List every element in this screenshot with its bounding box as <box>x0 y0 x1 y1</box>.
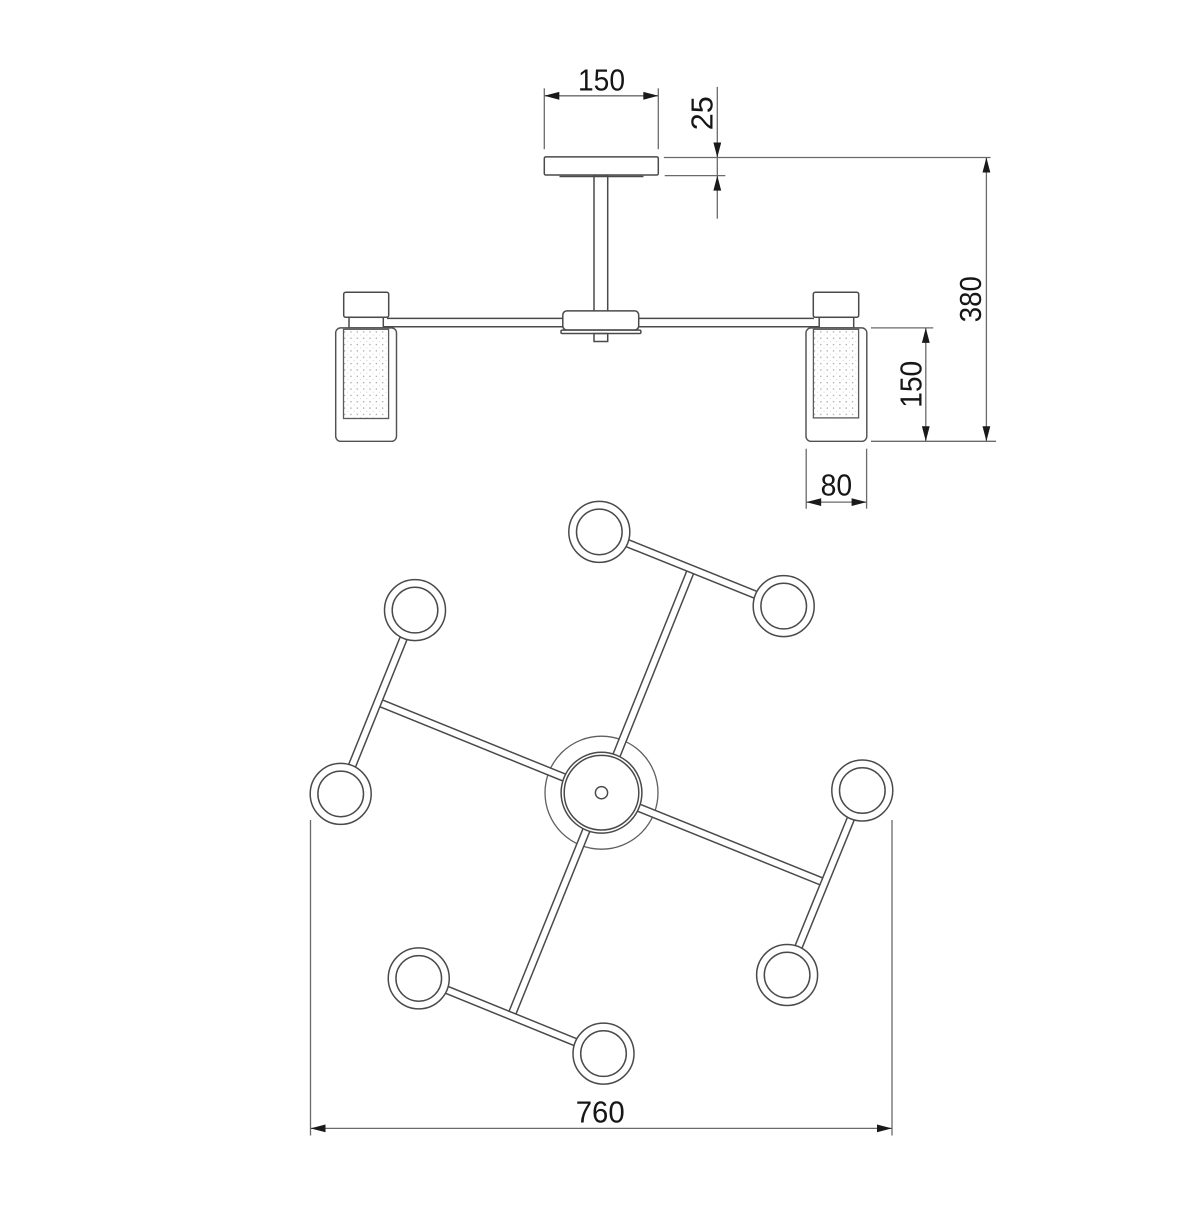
svg-text:25: 25 <box>686 96 720 130</box>
svg-text:760: 760 <box>576 1096 625 1130</box>
svg-text:150: 150 <box>578 63 625 97</box>
svg-text:150: 150 <box>894 361 928 408</box>
svg-text:380: 380 <box>954 276 988 322</box>
svg-text:80: 80 <box>821 469 853 503</box>
